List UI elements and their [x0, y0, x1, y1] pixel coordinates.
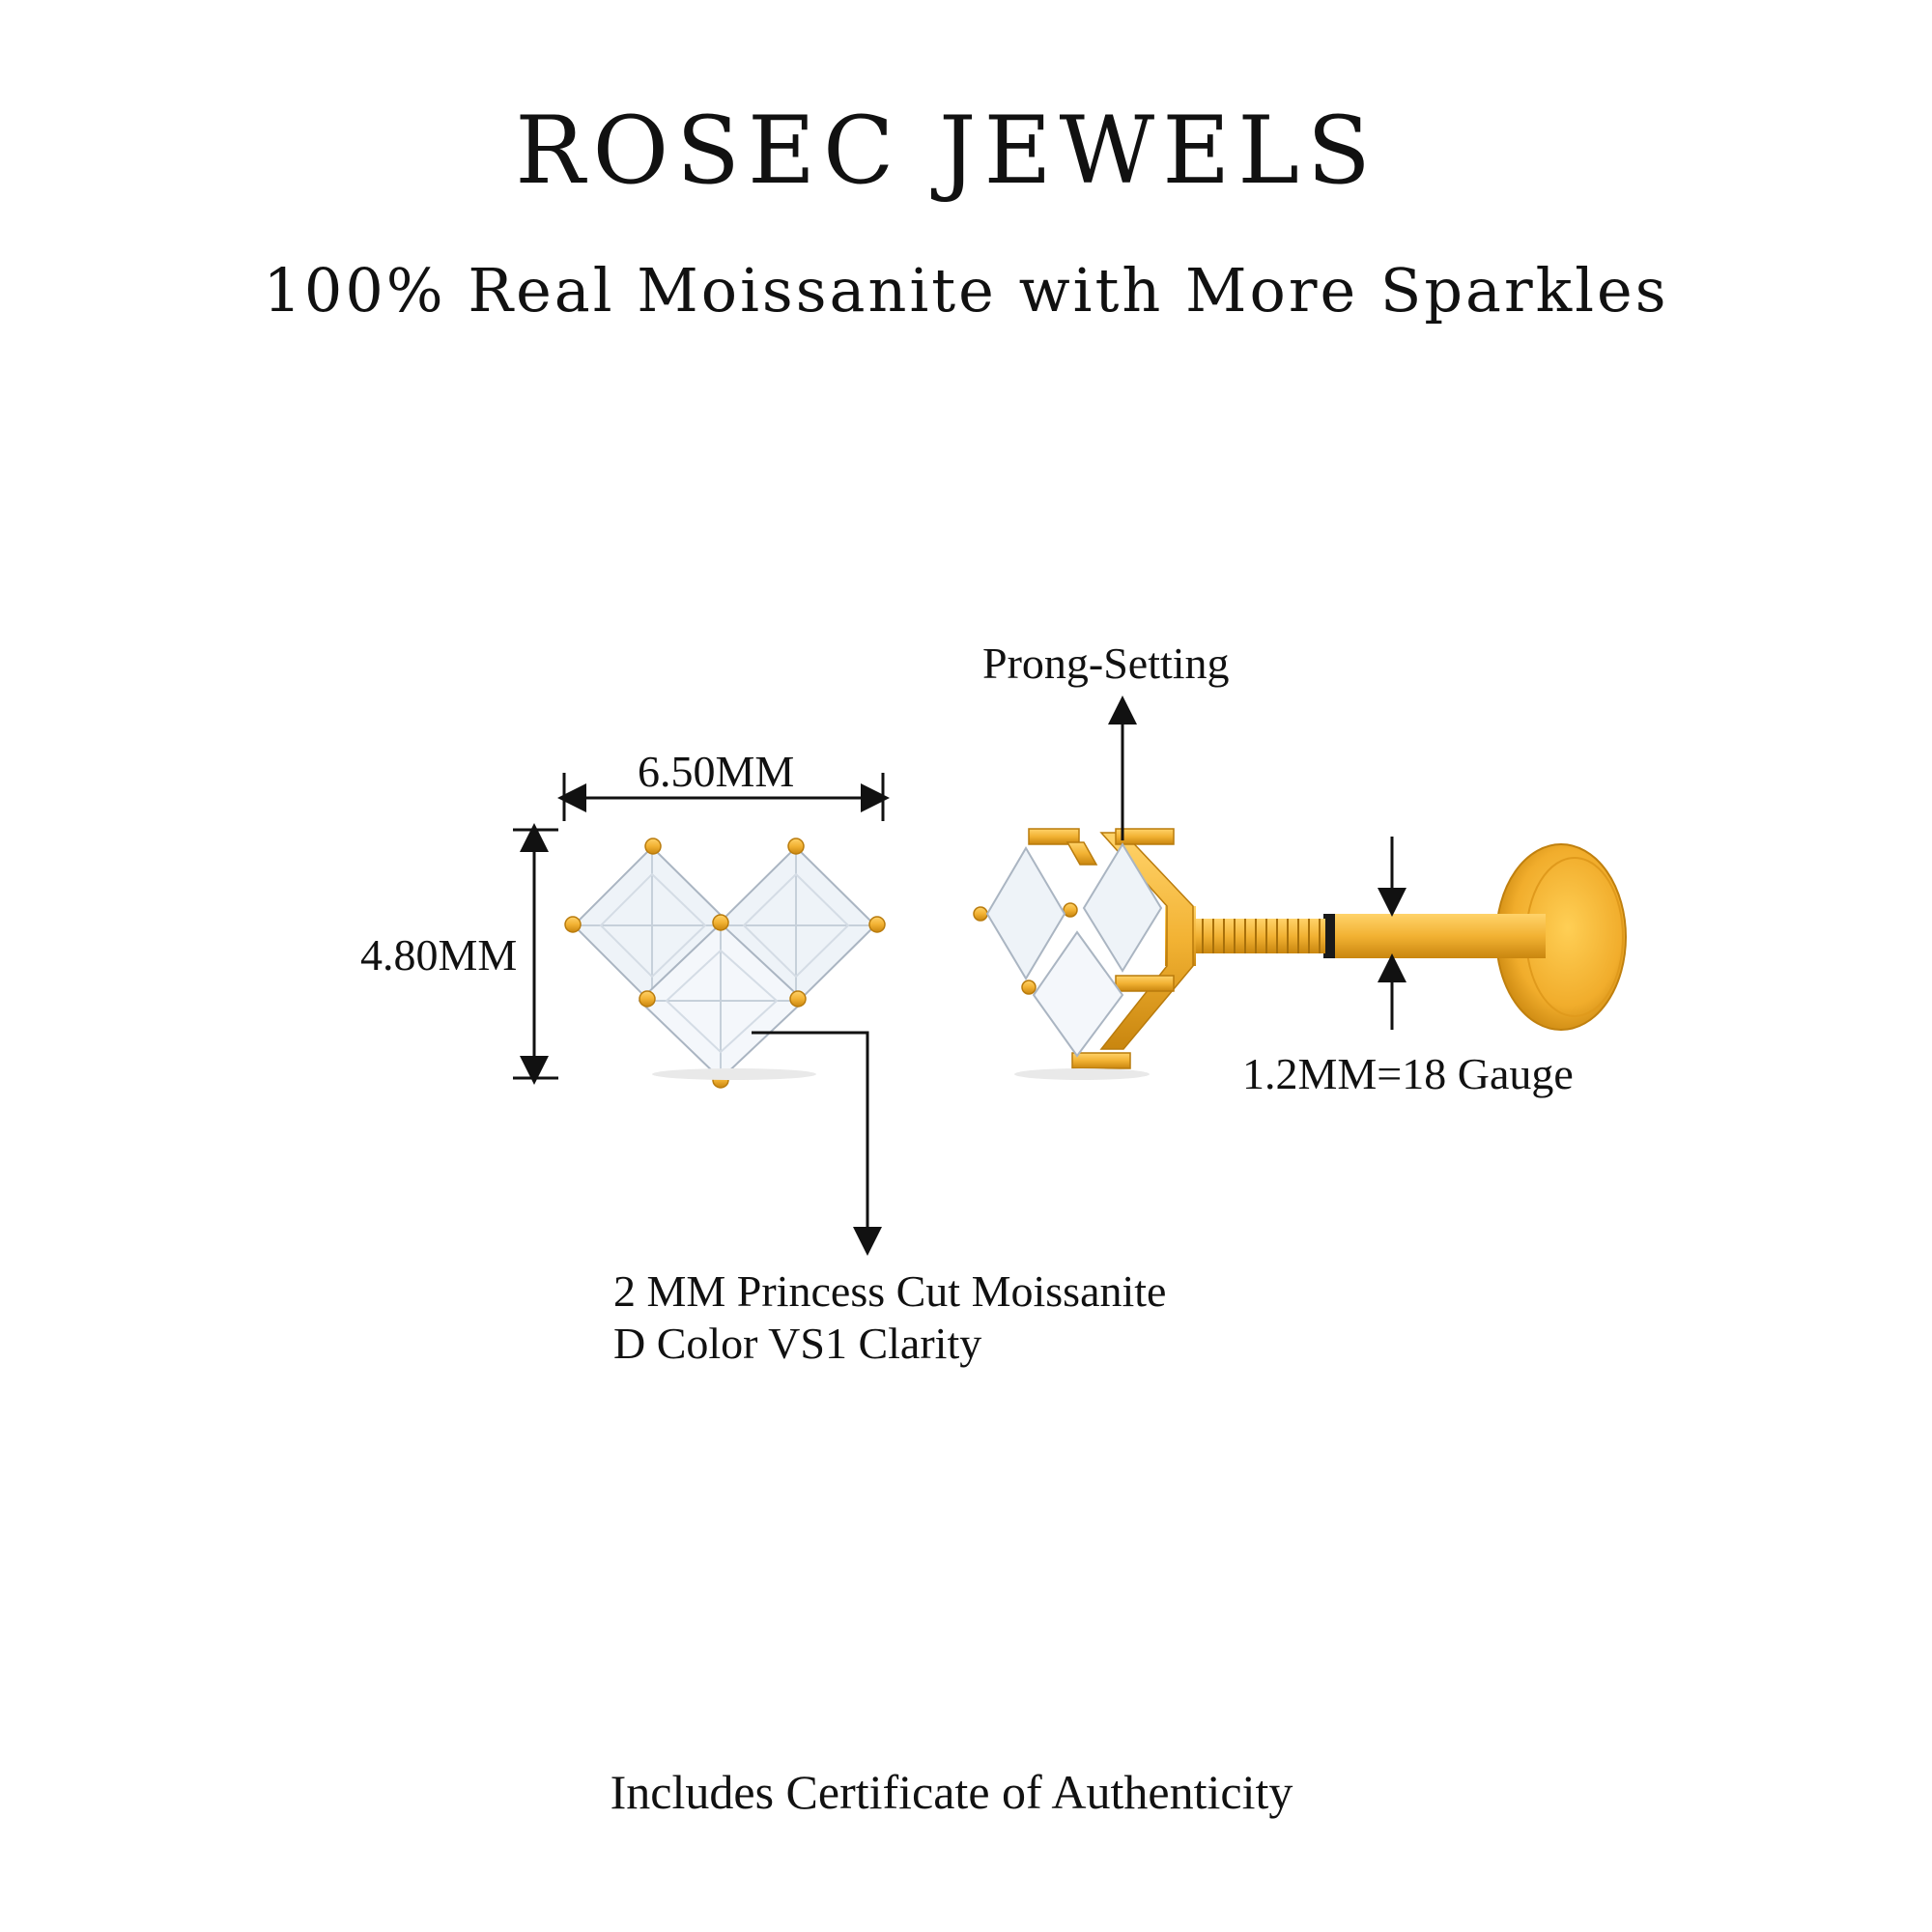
- stone-callout-line: [752, 1031, 882, 1256]
- side-view-earring: [973, 828, 1627, 1080]
- certificate-note: Includes Certificate of Authenticity: [610, 1765, 1293, 1819]
- tagline: 100% Real Moissanite with More Sparkles: [263, 255, 1669, 326]
- width-label: 6.50MM: [638, 747, 795, 796]
- side-stone-right: [1082, 842, 1163, 973]
- brand-title: ROSEC JEWELS: [515, 97, 1378, 205]
- height-dimension-line: [513, 823, 558, 1085]
- princess-stone-center: [638, 922, 806, 1081]
- stone-description-line1: 2 MM Princess Cut Moissanite: [613, 1266, 1167, 1316]
- front-shadow: [652, 1068, 816, 1080]
- front-view-earring: [564, 838, 886, 1089]
- gold-prongs-front: [564, 838, 886, 1089]
- threaded-screw: [1190, 919, 1325, 953]
- gold-prongs-side: [973, 828, 1175, 1069]
- prong-setting-label: Prong-Setting: [982, 639, 1230, 688]
- side-stone-left: [985, 846, 1066, 980]
- princess-stone-left: [572, 845, 733, 1006]
- gauge-label: 1.2MM=18 Gauge: [1242, 1049, 1574, 1098]
- width-dimension-line: [557, 773, 890, 821]
- side-stone-bottom: [1032, 930, 1124, 1058]
- height-label: 4.80MM: [360, 930, 518, 980]
- post: [1328, 914, 1546, 958]
- stone-description-line2: D Color VS1 Clarity: [613, 1319, 982, 1368]
